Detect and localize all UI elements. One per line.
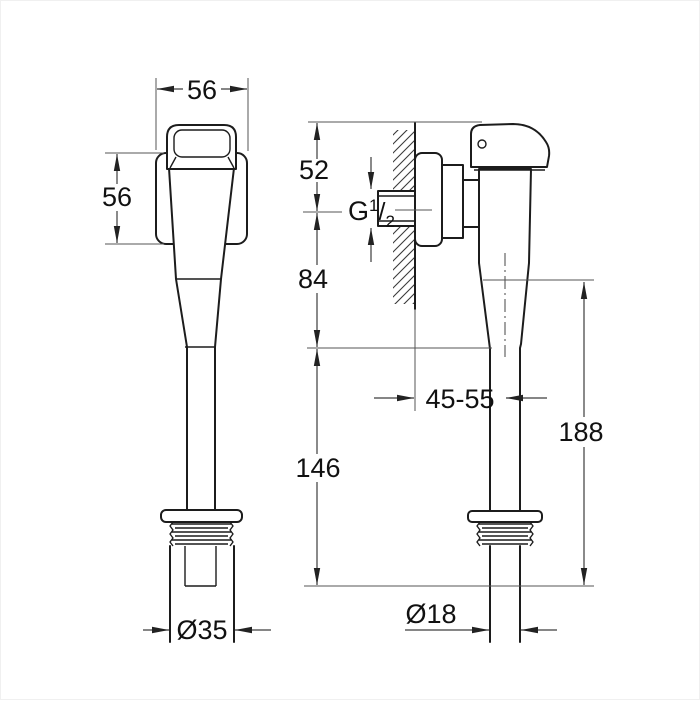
valve-column-front xyxy=(168,167,235,512)
cap-screw-hole xyxy=(477,139,487,149)
thread-edge-right-side xyxy=(529,521,534,547)
dim-84: 84 xyxy=(298,264,328,294)
supply-stub-thread-lines xyxy=(378,195,415,222)
outlet-spud-tube xyxy=(169,545,235,643)
g-half-numerator: 1 xyxy=(369,196,378,215)
dim-146: 146 xyxy=(295,453,340,483)
dim-outlet-diameter: Ø35 xyxy=(176,615,227,645)
g-half-slash: / xyxy=(378,198,385,226)
dim-pipe-diameter: Ø18 xyxy=(405,599,456,629)
height-extension-lines xyxy=(105,152,164,245)
g-half-denominator: 2 xyxy=(385,212,394,231)
push-button-cap-front xyxy=(166,124,237,170)
dim-52: 52 xyxy=(299,155,329,185)
column-shoulder-lines xyxy=(176,278,221,348)
outlet-threads-side xyxy=(476,521,534,547)
wall-flange xyxy=(414,152,443,247)
push-button-top-face xyxy=(173,129,231,158)
thread-edge-right xyxy=(229,521,234,547)
inner-flush-pipe-front xyxy=(184,546,217,587)
outlet-flange-front xyxy=(160,509,243,523)
thread-edge-left xyxy=(169,521,174,547)
union-nut xyxy=(441,164,464,239)
front-view-body xyxy=(155,124,248,643)
g-half-prefix: G xyxy=(348,196,369,226)
dim-body-height: 56 xyxy=(102,182,132,212)
side-view: 52 84 146 188 45-55 G1/2 Ø18 xyxy=(295,121,604,643)
thread-edge-left-side xyxy=(476,521,481,547)
thread-ridges-side xyxy=(479,523,531,545)
front-view: 56 56 Ø35 xyxy=(102,75,271,645)
front-view-dimensions: 56 56 Ø35 xyxy=(102,75,271,645)
dim-top-width: 56 xyxy=(187,75,217,105)
side-view-dimensions: 52 84 146 188 45-55 G1/2 Ø18 xyxy=(295,121,604,634)
inlet-pipe xyxy=(462,179,481,228)
width-extension-lines xyxy=(155,78,249,151)
dim-188: 188 xyxy=(558,417,603,447)
side-view-body xyxy=(377,123,551,643)
push-button-edge-lines xyxy=(169,156,235,169)
outlet-threads-front xyxy=(169,521,234,547)
dim-g-half: G1/2 xyxy=(348,196,395,231)
push-button-cap-side xyxy=(470,123,551,168)
dim-45-55: 45-55 xyxy=(425,384,494,414)
outlet-flange-side xyxy=(467,510,543,523)
thread-ridges xyxy=(172,523,231,545)
flush-pipe-side xyxy=(489,545,521,643)
